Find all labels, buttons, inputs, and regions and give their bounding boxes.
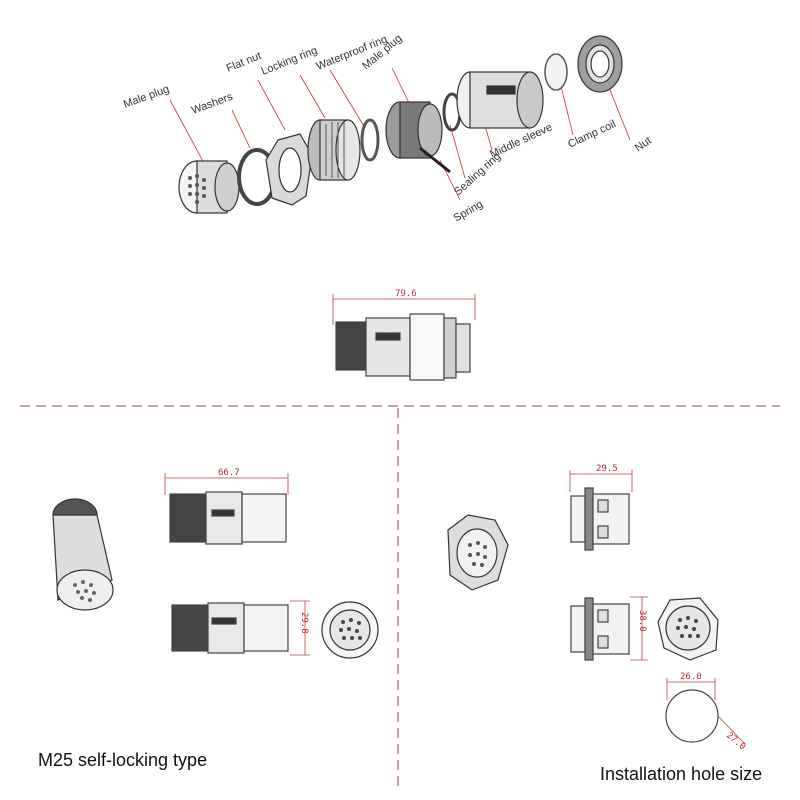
pin-insert-part [385, 101, 443, 159]
socket-front-part [657, 597, 719, 661]
dim-hole-side: 27.0 [724, 731, 747, 753]
exploded-view: Male plug Washers Flat nut Locking ring … [122, 32, 654, 224]
assembled-view: 79.6 [332, 289, 476, 381]
label-spring: Spring [452, 198, 486, 224]
caption-m25-type: M25 self-locking type [38, 750, 208, 770]
plug-perspective-part [52, 498, 114, 611]
dim-plug-length: 66.7 [218, 468, 240, 478]
socket-views: 29.5 38.0 [447, 464, 747, 753]
caption-installation-hole: Installation hole size [600, 764, 763, 784]
label-sealing-ring: Sealing ring [452, 150, 503, 198]
socket-body-part [178, 160, 240, 214]
dim-socket-length: 29.5 [596, 464, 618, 474]
label-washers: Washers [190, 91, 235, 117]
dim-plug-diameter: 29.8 [299, 612, 309, 634]
flat-nut-part [265, 133, 313, 206]
plug-views: 66.7 29.8 [52, 468, 379, 659]
dim-assembled-length: 79.6 [395, 289, 417, 299]
label-locking-ring: Locking ring [260, 44, 320, 77]
label-male-plug-1: Male plug [122, 83, 171, 111]
spring-part [419, 146, 451, 174]
dim-socket-height: 38.0 [637, 610, 647, 632]
locking-ring-part [307, 119, 361, 181]
dim-hole-width: 26.0 [680, 672, 702, 682]
label-flat-nut: Flat nut [225, 50, 264, 75]
nut-part [577, 35, 623, 93]
plug-front-part [321, 601, 379, 659]
waterproof-ring-part [360, 118, 380, 162]
middle-sleeve-part [456, 71, 544, 129]
label-nut: Nut [633, 135, 654, 155]
installation-hole [665, 689, 719, 743]
label-clamp-coil: Clamp coil [566, 118, 618, 151]
clamp-coil-part [544, 53, 568, 91]
socket-perspective-part [447, 514, 509, 591]
